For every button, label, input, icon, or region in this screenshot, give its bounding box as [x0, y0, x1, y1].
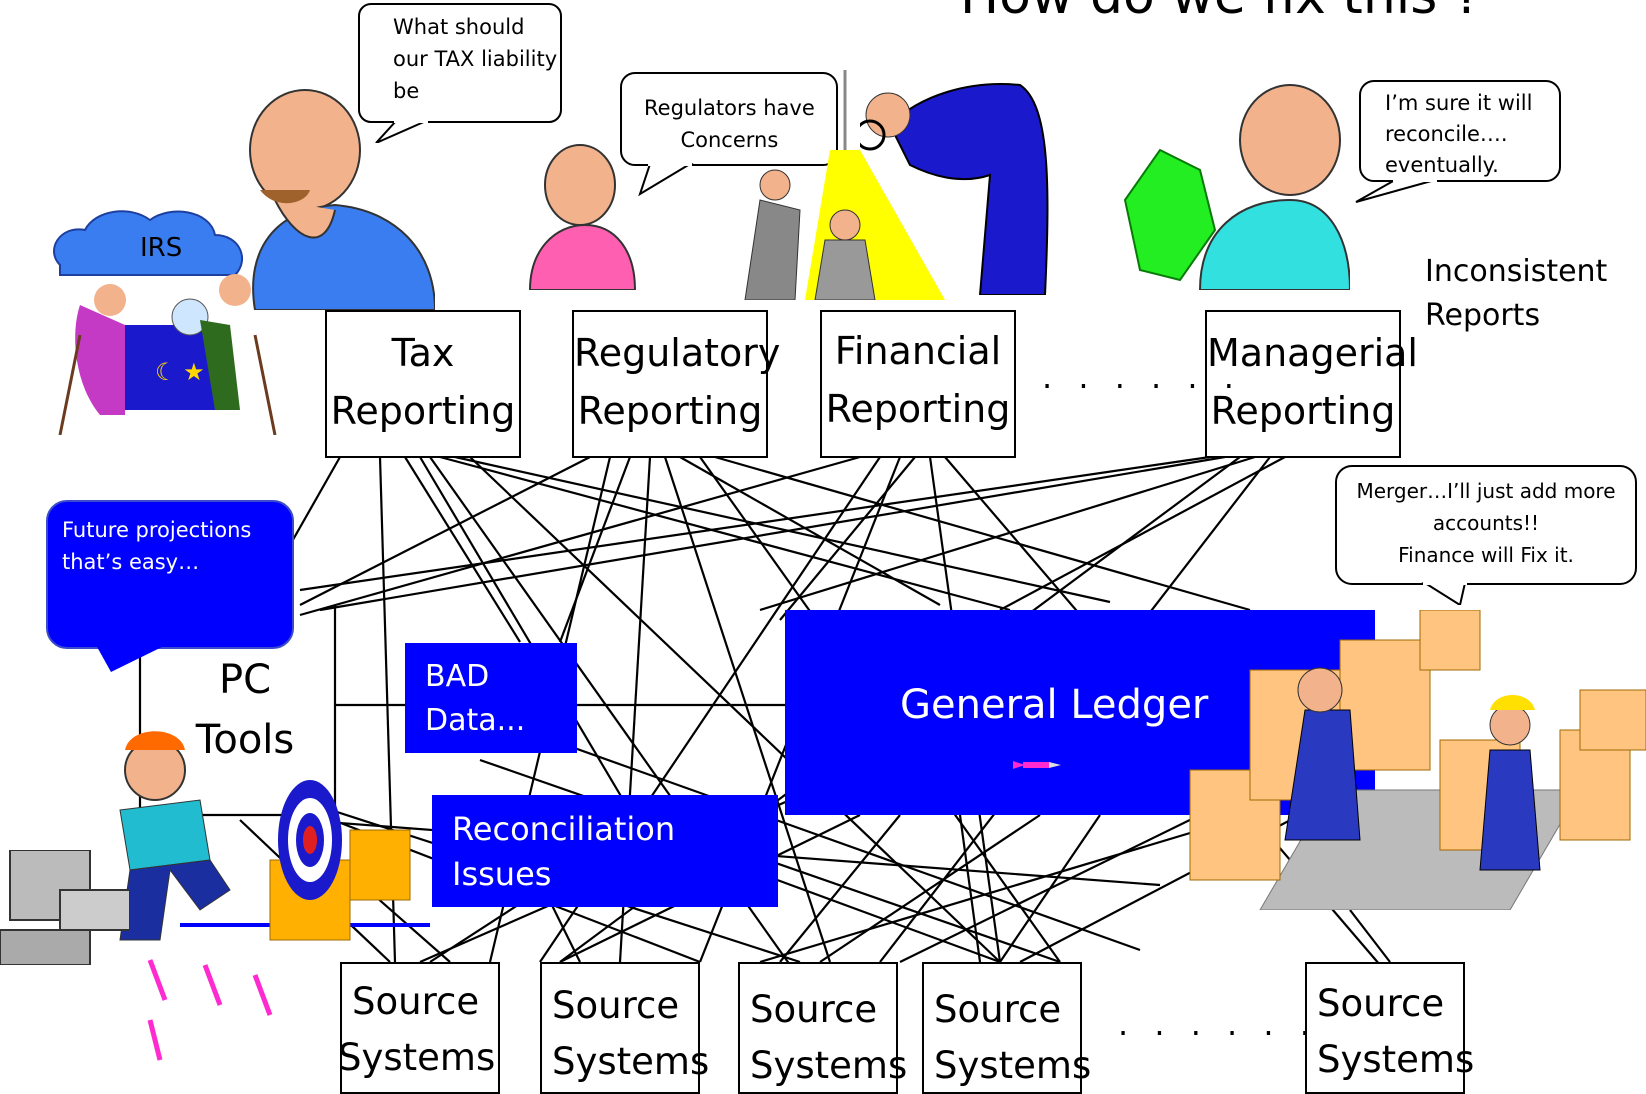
- regulatory-reporting-line1: Regulatory: [574, 331, 781, 375]
- inconsistent-line1: Inconsistent: [1425, 254, 1608, 289]
- dart-icon: [147, 959, 273, 1061]
- source-systems-box-2: Source Systems: [540, 962, 710, 1094]
- reconciliation-line2: Issues: [452, 855, 552, 893]
- target-icon: [269, 780, 411, 941]
- source-systems-5-line1: Source: [1317, 982, 1445, 1025]
- thinking-man-clipart: [235, 80, 437, 311]
- bubble-shape: [620, 72, 838, 197]
- bubble-shape: [1355, 80, 1561, 203]
- source-systems-5-line2: Systems: [1317, 1038, 1475, 1081]
- detective-icon: [854, 83, 1049, 296]
- source-ellipsis: . . . . . .: [1118, 1005, 1318, 1043]
- regulators-line1: Regulators have: [644, 96, 815, 120]
- scattered-darts-clipart: [130, 940, 290, 1070]
- managerial-reporting-line1: Managerial: [1207, 331, 1418, 375]
- detective-magnifier-clipart: [854, 65, 1080, 296]
- bad-data-box: BAD Data...: [405, 643, 577, 753]
- source-systems-3-line1: Source: [750, 988, 878, 1031]
- pc-tools-line2: Tools: [195, 717, 295, 763]
- fortune-teller-clipart: ☾ ★ IRS: [40, 205, 280, 436]
- source-systems-4-line1: Source: [934, 988, 1062, 1031]
- dart-thrower-clipart: [80, 720, 280, 950]
- money-man-icon: [1123, 84, 1352, 291]
- bad-data-line1: BAD: [425, 659, 490, 694]
- merger-bubble: Merger…I’ll just add more accounts!! Fin…: [1335, 465, 1640, 605]
- computer-clipart: [0, 849, 131, 966]
- managerial-reporting-line2: Reporting: [1210, 389, 1396, 433]
- reconciliation-issues-box: Reconciliation Issues: [432, 795, 778, 907]
- tax-bubble-line3: be: [393, 79, 420, 103]
- report-ellipsis: . . . . . .: [1042, 358, 1242, 396]
- regulatory-reporting-line2: Reporting: [577, 389, 763, 433]
- bubble-shape: [358, 3, 562, 143]
- merger-line1: Merger…I’ll just add more: [1356, 479, 1616, 503]
- financial-reporting-line2: Reporting: [825, 387, 1011, 431]
- source-systems-box-1: Source Systems: [338, 962, 500, 1094]
- pointing-man-icon: [528, 144, 637, 291]
- reconcile-bubble: I’m sure it will reconcile…. eventually.: [1355, 80, 1565, 205]
- tax-reporting-box: Tax Reporting: [325, 310, 521, 458]
- tax-liability-bubble: What should our TAX liability be: [358, 3, 564, 143]
- pc-tools-label: PC Tools: [190, 650, 300, 770]
- dart-icon: [1013, 761, 1061, 769]
- tax-reporting-line2: Reporting: [330, 389, 516, 433]
- tax-reporting-line1: Tax: [391, 331, 455, 375]
- fortune-teller-icon: ☾ ★: [53, 210, 277, 436]
- reconcile-line3: eventually.: [1385, 153, 1499, 177]
- tax-bubble-line1: What should: [393, 15, 525, 39]
- tax-bubble-line2: our TAX liability: [393, 47, 558, 71]
- pointing-man-clipart: [525, 140, 645, 291]
- financial-reporting-line1: Financial: [834, 329, 1002, 373]
- falling-boxes-clipart: [1180, 609, 1646, 911]
- reconcile-line2: reconcile….: [1385, 122, 1508, 146]
- computer-icon: [0, 849, 131, 966]
- source-systems-3-line2: Systems: [750, 1044, 908, 1087]
- irs-label: IRS: [140, 233, 183, 263]
- dart-thrower-icon: [119, 731, 231, 941]
- source-systems-4-line2: Systems: [934, 1044, 1092, 1087]
- managerial-reporting-box: Managerial Reporting: [1205, 310, 1418, 458]
- money-man-clipart: [1120, 80, 1352, 291]
- source-systems-2-line1: Source: [552, 984, 680, 1027]
- boxes-icon: [1189, 609, 1646, 911]
- reconcile-line1: I’m sure it will: [1385, 91, 1533, 115]
- interrogation-icon: [744, 70, 945, 301]
- reconciliation-line1: Reconciliation: [452, 810, 676, 848]
- source-systems-box-4: Source Systems: [922, 962, 1092, 1094]
- future-projections-bubble: Future projections that’s easy…: [46, 500, 296, 672]
- regulators-bubble: Regulators have Concerns: [620, 72, 840, 202]
- source-systems-box-3: Source Systems: [738, 962, 908, 1094]
- bubble-shape: [46, 500, 294, 672]
- financial-reporting-box: Financial Reporting: [820, 310, 1016, 458]
- inconsistent-reports-note: Inconsistent Reports: [1425, 250, 1607, 338]
- merger-line2: accounts!!: [1432, 511, 1540, 535]
- svg-text:☾ ★: ☾ ★: [155, 359, 205, 386]
- bad-data-line2: Data...: [425, 703, 526, 738]
- regulatory-reporting-box: Regulatory Reporting: [572, 310, 781, 458]
- source-systems-1-line2: Systems: [338, 1036, 496, 1079]
- future-line1: Future projections: [62, 518, 252, 542]
- dartboard-target-icon: [260, 770, 420, 950]
- source-systems-box-5: Source Systems: [1305, 962, 1475, 1094]
- thinking-man-icon: [249, 89, 437, 311]
- source-systems-2-line2: Systems: [552, 1040, 710, 1083]
- general-ledger-label: General Ledger: [900, 682, 1209, 728]
- pc-tools-line1: PC: [218, 657, 272, 703]
- bubble-shape: [1335, 465, 1637, 605]
- future-line2: that’s easy…: [62, 550, 200, 574]
- interrogation-clipart: [735, 70, 945, 301]
- source-systems-1-line1: Source: [352, 980, 480, 1023]
- merger-line3: Finance will Fix it.: [1398, 543, 1574, 567]
- page-title: How do we fix this ?: [960, 0, 1481, 26]
- regulators-line2: Concerns: [680, 128, 779, 152]
- inconsistent-line2: Reports: [1425, 298, 1541, 333]
